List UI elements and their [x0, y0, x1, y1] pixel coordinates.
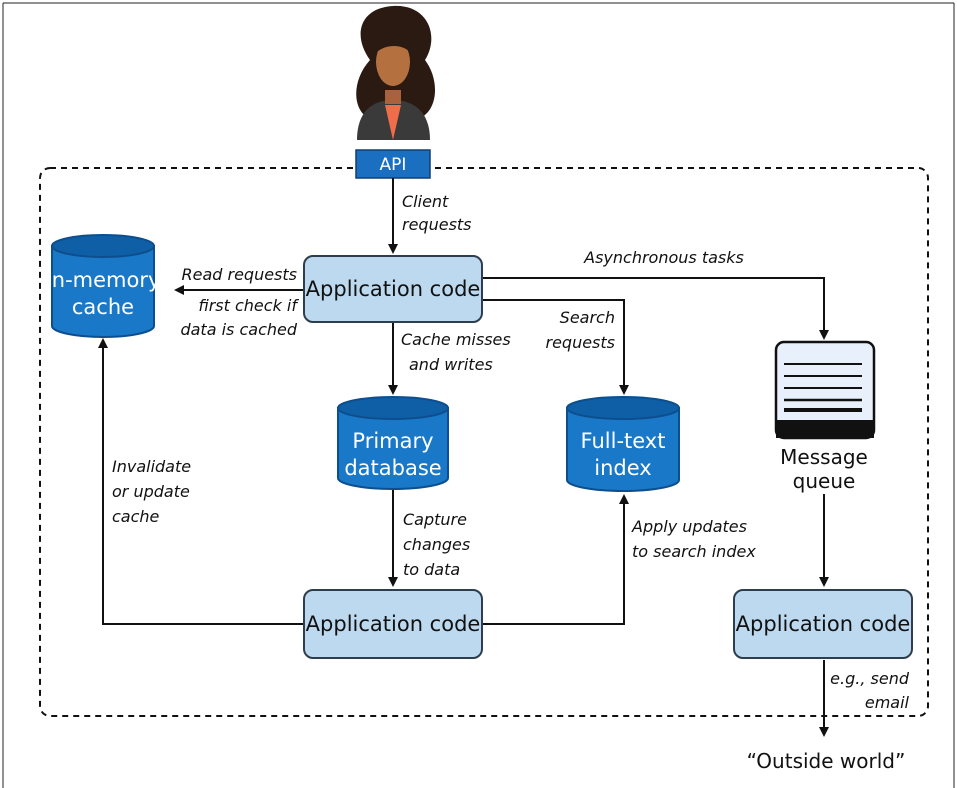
client-requests-line-2: requests: [402, 215, 472, 234]
invalidate-line-1: Invalidate: [112, 457, 191, 476]
api-label: API: [380, 155, 407, 175]
arrow-app-to-queue: [482, 277, 829, 340]
app-code-bottom-box: [303, 589, 483, 659]
invalidate-line-2: or update: [112, 482, 190, 501]
in-memory-cache-db: [51, 234, 155, 338]
outside-world-label: “Outside world”: [747, 749, 906, 773]
queue-label-line-1: Message: [780, 445, 868, 469]
apply-updates-line-1: Apply updates: [631, 517, 747, 536]
search-requests-line-1: Search: [560, 308, 615, 327]
app-code-bottom-label: Application code: [306, 612, 481, 636]
fulltext-label-line-2: index: [594, 456, 651, 480]
client-requests-line-1: Client: [402, 192, 449, 211]
send-email-line-1: e.g., send: [830, 669, 910, 688]
primary-db-label-line-1: Primary: [352, 429, 433, 453]
capture-changes-line-3: to data: [403, 560, 460, 579]
message-queue-icon: [774, 340, 876, 440]
primary-database-db: [337, 396, 449, 490]
arrow-app-bottom-to-fulltext: [482, 494, 629, 625]
send-email-line-2: email: [865, 693, 910, 712]
invalidate-line-3: cache: [112, 507, 160, 526]
app-code-top-box: [303, 255, 483, 323]
app-code-right-label: Application code: [736, 612, 911, 636]
async-tasks-label: Asynchronous tasks: [583, 248, 744, 267]
search-requests-line-2: requests: [545, 333, 615, 352]
cache-label-line-1: In-memory: [46, 268, 161, 292]
cache-label-line-2: cache: [72, 295, 134, 319]
fulltext-label-line-1: Full-text: [581, 429, 666, 453]
cache-misses-line-2: and writes: [409, 355, 493, 374]
person-avatar-icon: [356, 5, 436, 140]
queue-label-line-2: queue: [793, 469, 856, 493]
read-requests-line-3: data is cached: [180, 320, 297, 339]
capture-changes-line-1: Capture: [403, 510, 467, 529]
system-boundary: [39, 167, 929, 717]
arrow-app-bottom-to-cache: [98, 338, 304, 625]
app-code-right-box: [733, 589, 913, 659]
primary-db-label-line-2: database: [344, 456, 441, 480]
apply-updates-line-2: to search index: [632, 542, 756, 561]
cache-misses-line-1: Cache misses: [401, 330, 511, 349]
fulltext-index-db: [566, 396, 680, 492]
capture-changes-line-2: changes: [403, 535, 470, 554]
read-requests-line-1: Read requests: [181, 265, 297, 284]
arrow-app-to-fulltext: [482, 299, 629, 395]
read-requests-line-2: first check if: [198, 296, 299, 315]
app-code-top-label: Application code: [306, 277, 481, 301]
